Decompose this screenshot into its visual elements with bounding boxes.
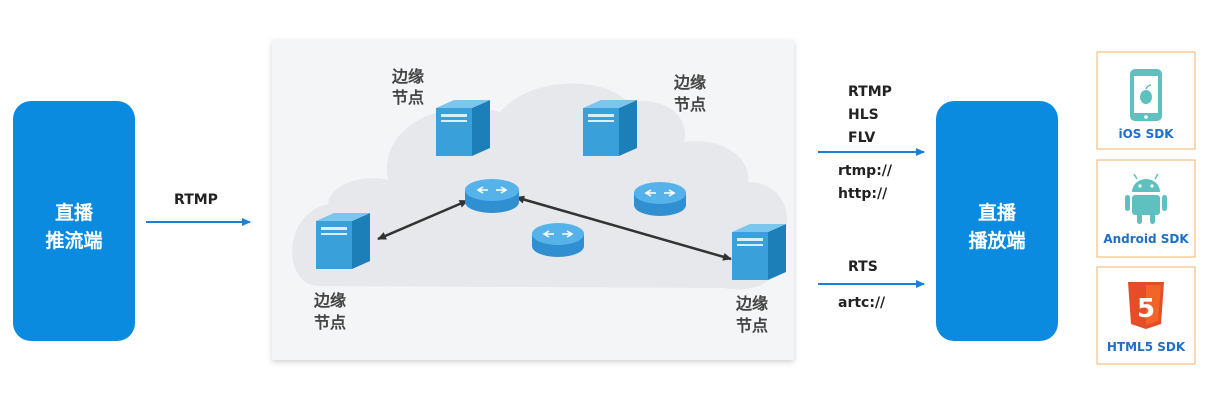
url-http: http:// [838, 186, 888, 202]
node-label-top-left-2: 节点 [392, 88, 424, 107]
pusher-block: 直播 推流端 [13, 101, 135, 341]
proto-rts: RTS [848, 259, 878, 275]
node-label-top-left-1: 边缘 [391, 67, 424, 86]
node-label-bottom-left-2: 节点 [314, 313, 346, 332]
server-icon [732, 224, 786, 280]
pusher-line2: 推流端 [45, 229, 102, 252]
sdk-ios-label: iOS SDK [1118, 127, 1174, 141]
url-artc: artc:// [838, 295, 886, 311]
player-line2: 播放端 [968, 229, 1025, 252]
apple-icon [1140, 84, 1152, 104]
html5-badge-text: 5 [1137, 294, 1155, 324]
html5-icon: 5 [1128, 282, 1164, 329]
router-icon [465, 179, 519, 213]
proto-flv: FLV [848, 130, 876, 146]
sdk-card-ios: iOS SDK [1096, 51, 1196, 150]
link-left-router [377, 200, 469, 241]
router-icon [634, 182, 686, 216]
server-icon [436, 100, 490, 156]
sdk-android-label: Android SDK [1103, 232, 1189, 246]
router-icon [532, 223, 584, 257]
sdk-card-android: Android SDK [1096, 159, 1196, 258]
node-label-bottom-right-2: 节点 [736, 316, 768, 335]
player-block: 直播 播放端 [936, 101, 1058, 341]
node-label-top-right-2: 节点 [674, 95, 706, 114]
android-icon [1125, 173, 1167, 224]
server-icon [583, 100, 637, 156]
url-rtmp: rtmp:// [838, 163, 893, 179]
node-label-bottom-right-1: 边缘 [735, 294, 768, 313]
cdn-panel [272, 40, 794, 360]
output-protocols-1: RTMP HLS FLV rtmp:// http:// [818, 84, 925, 202]
proto-hls: HLS [848, 107, 879, 123]
rtmp-input-label: RTMP [174, 192, 218, 208]
server-icon [316, 213, 370, 269]
node-label-bottom-left-1: 边缘 [313, 291, 346, 310]
player-line1: 直播 [978, 201, 1017, 224]
sdk-html5-label: HTML5 SDK [1107, 340, 1186, 354]
node-label-top-right-1: 边缘 [673, 73, 706, 92]
output-protocols-2: RTS artc:// [818, 259, 925, 311]
iphone-icon [1130, 69, 1162, 121]
proto-rtmp: RTMP [848, 84, 892, 100]
rtmp-input: RTMP [146, 192, 251, 226]
link-router-right [515, 195, 732, 261]
sdk-card-html5: 5 HTML5 SDK [1096, 266, 1196, 365]
pusher-line1: 直播 [55, 201, 94, 224]
